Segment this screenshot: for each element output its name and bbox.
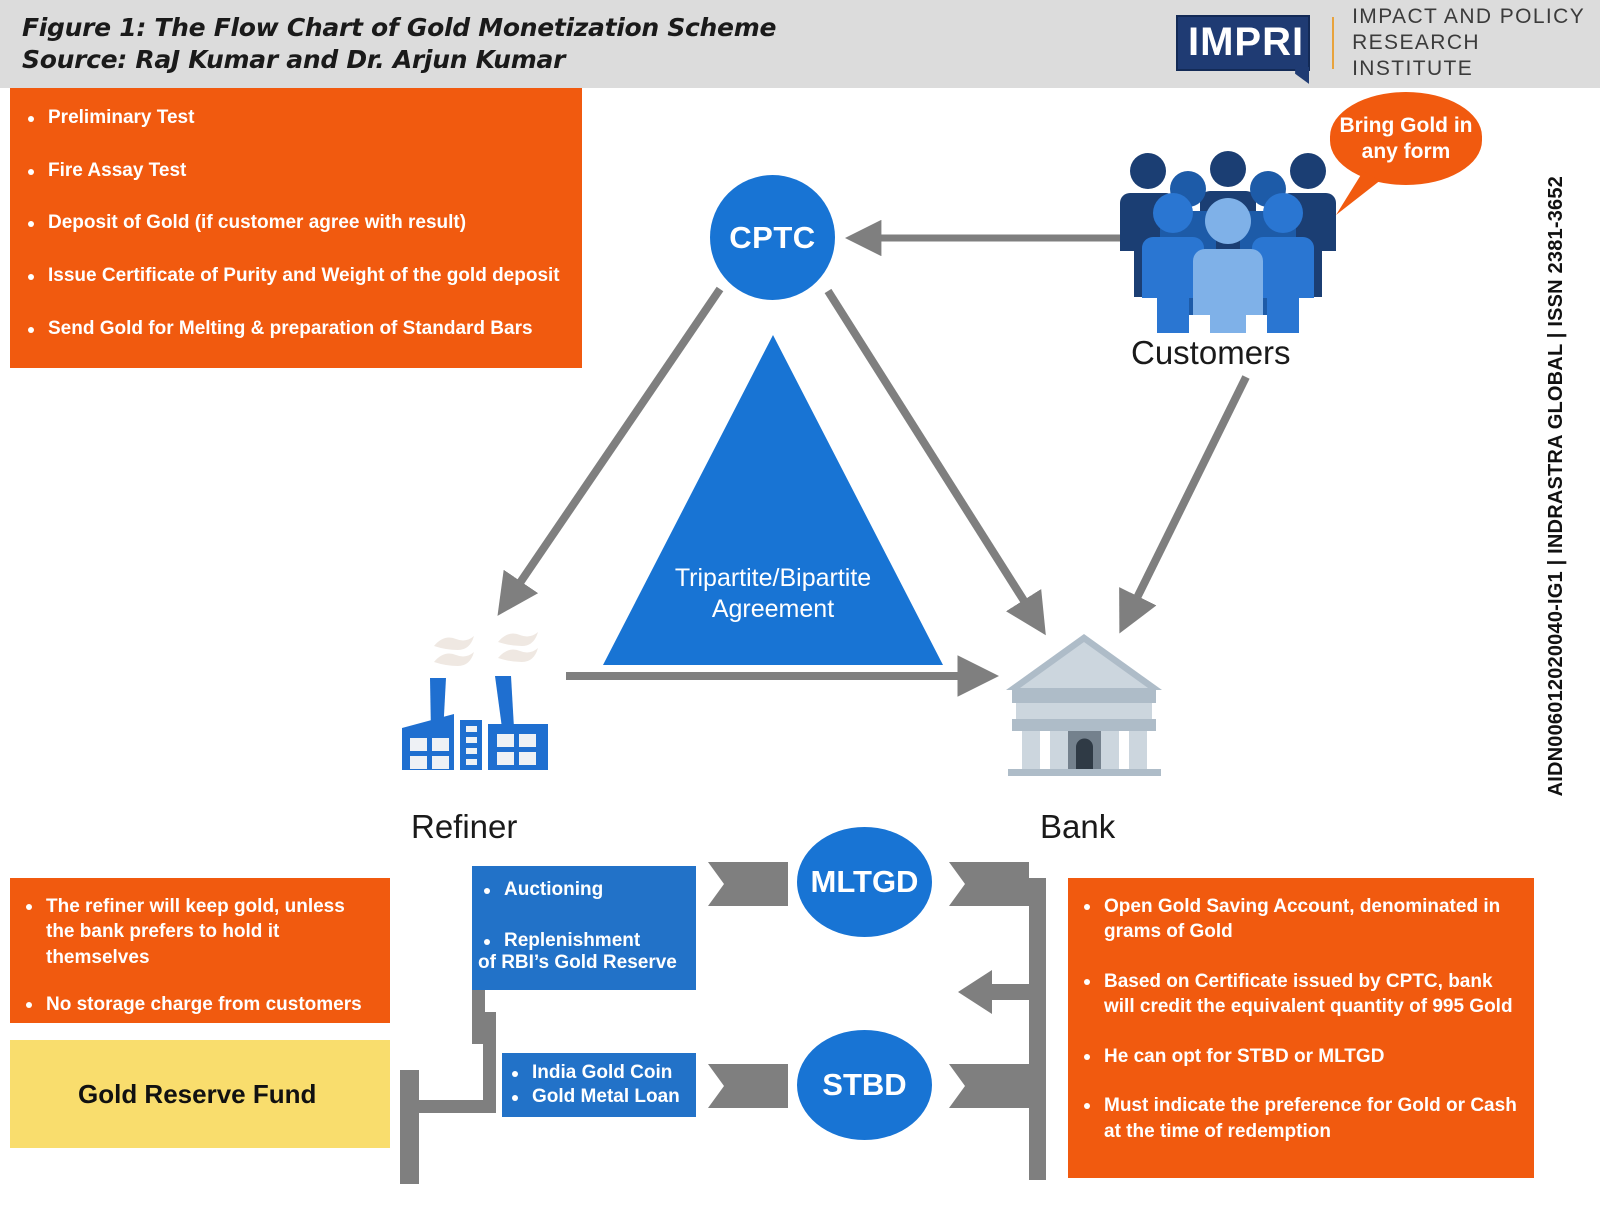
gold-reserve-fund-label: Gold Reserve Fund	[78, 1078, 317, 1109]
arrow-bank-midline	[958, 970, 1029, 1014]
stbd-outputs-panel: India Gold Coin Gold Metal Loan	[502, 1053, 696, 1117]
impri-logo-flag-icon	[1295, 67, 1310, 84]
bank-bus-bar	[1029, 878, 1046, 1180]
list-item: Issue Certificate of Purity and Weight o…	[22, 264, 566, 289]
label-bank: Bank	[1040, 808, 1116, 845]
mltgd-output-line1: Replenishment	[504, 929, 641, 951]
header-bar: Figure 1: The Flow Chart of Gold Monetiz…	[0, 0, 1600, 88]
publication-id-sidebar: AIDN006012020040-IG1 | INDRASTRA GLOBAL …	[1536, 96, 1576, 796]
tripartite-agreement-triangle: Tripartite/Bipartite Agreement	[603, 335, 943, 665]
logo-divider	[1332, 17, 1335, 69]
gold-fund-connector	[400, 1012, 496, 1184]
label-refiner: Refiner	[411, 808, 518, 845]
node-mltgd-label: MLTGD	[810, 864, 919, 899]
bank-building-icon	[1002, 628, 1167, 776]
refiner-notes-list: The refiner will keep gold, unless the b…	[20, 894, 378, 1017]
figure-title: Figure 1: The Flow Chart of Gold Monetiz…	[22, 12, 1022, 76]
list-item: Send Gold for Melting & preparation of S…	[22, 317, 566, 342]
list-item: Based on Certificate issued by CPTC, ban…	[1078, 969, 1520, 1020]
mltgd-outputs-panel: Auctioning Replenishment of RBI’s Gold R…	[472, 866, 696, 990]
impri-logo-wordmark: IMPACT AND POLICY RESEARCH INSTITUTE	[1352, 4, 1600, 83]
impri-logo: IMPRI IMPACT AND POLICY RESEARCH INSTITU…	[1176, 5, 1600, 84]
mltgd-output-line2: of RBI’s Gold Reserve	[478, 952, 677, 974]
triangle-label-line2: Agreement	[711, 595, 835, 624]
arrow-bank-to-mltgd	[949, 862, 1029, 906]
refiner-factory-icon	[398, 598, 566, 770]
bank-notes-panel: Open Gold Saving Account, denominated in…	[1068, 878, 1534, 1178]
mltgd-outputs-list: Auctioning Replenishment	[478, 878, 688, 953]
node-cptc[interactable]: CPTC	[710, 175, 835, 300]
list-item: Open Gold Saving Account, denominated in…	[1078, 894, 1520, 945]
cptc-steps-list: Preliminary Test Fire Assay Test Deposit…	[22, 106, 566, 341]
bank-notes-list: Open Gold Saving Account, denominated in…	[1078, 894, 1520, 1144]
speech-bubble-bring-gold: Bring Gold in any form	[1330, 92, 1482, 215]
figure-title-line1: Figure 1: The Flow Chart of Gold Monetiz…	[22, 13, 777, 42]
node-cptc-label: CPTC	[729, 219, 816, 255]
list-item: Must indicate the preference for Gold or…	[1078, 1093, 1520, 1144]
bubble-line1: Bring Gold in	[1339, 114, 1473, 138]
triangle-label: Tripartite/Bipartite Agreement	[603, 563, 943, 626]
figure-title-line2: Source: RaJ Kumar and Dr. Arjun Kumar	[22, 44, 566, 74]
list-item: Auctioning	[478, 878, 688, 903]
node-stbd[interactable]: STBD	[797, 1030, 932, 1140]
arrow-mltgd-to-outputs	[708, 862, 788, 906]
node-stbd-label: STBD	[822, 1067, 907, 1102]
impri-wordmark-line2: RESEARCH INSTITUTE	[1352, 30, 1480, 81]
arrow-stbd-to-outputs	[708, 1064, 788, 1108]
list-item: The refiner will keep gold, unless the b…	[20, 894, 378, 970]
cptc-steps-panel: Preliminary Test Fire Assay Test Deposit…	[10, 88, 582, 368]
bubble-line2: any form	[1361, 139, 1451, 163]
refiner-output-bus	[472, 988, 485, 1044]
list-item: Fire Assay Test	[22, 159, 566, 184]
arrow-customers-to-bank	[1119, 375, 1250, 634]
customers-crowd-icon	[1113, 143, 1343, 361]
list-item: Gold Metal Loan	[506, 1085, 690, 1109]
label-customers: Customers	[1131, 334, 1291, 371]
triangle-label-line1: Tripartite/Bipartite	[674, 564, 872, 592]
list-item: No storage charge from customers	[20, 992, 378, 1017]
list-item: Replenishment	[478, 929, 688, 954]
gold-reserve-fund-panel: Gold Reserve Fund	[10, 1040, 390, 1148]
impri-logo-text: IMPRI	[1188, 20, 1305, 64]
list-item: Deposit of Gold (if customer agree with …	[22, 211, 566, 236]
node-mltgd[interactable]: MLTGD	[797, 827, 932, 937]
list-item: He can opt for STBD or MLTGD	[1078, 1044, 1520, 1069]
publication-id-text: AIDN006012020040-IG1 | INDRASTRA GLOBAL …	[1544, 175, 1567, 796]
list-item: Preliminary Test	[22, 106, 566, 131]
stbd-outputs-list: India Gold Coin Gold Metal Loan	[506, 1061, 690, 1110]
list-item: India Gold Coin	[506, 1061, 690, 1085]
impri-wordmark-line1: IMPACT AND POLICY	[1352, 4, 1586, 28]
impri-logo-mark: IMPRI	[1176, 15, 1311, 84]
refiner-notes-panel: The refiner will keep gold, unless the b…	[10, 878, 390, 1023]
arrow-bank-to-stbd	[949, 1064, 1029, 1108]
